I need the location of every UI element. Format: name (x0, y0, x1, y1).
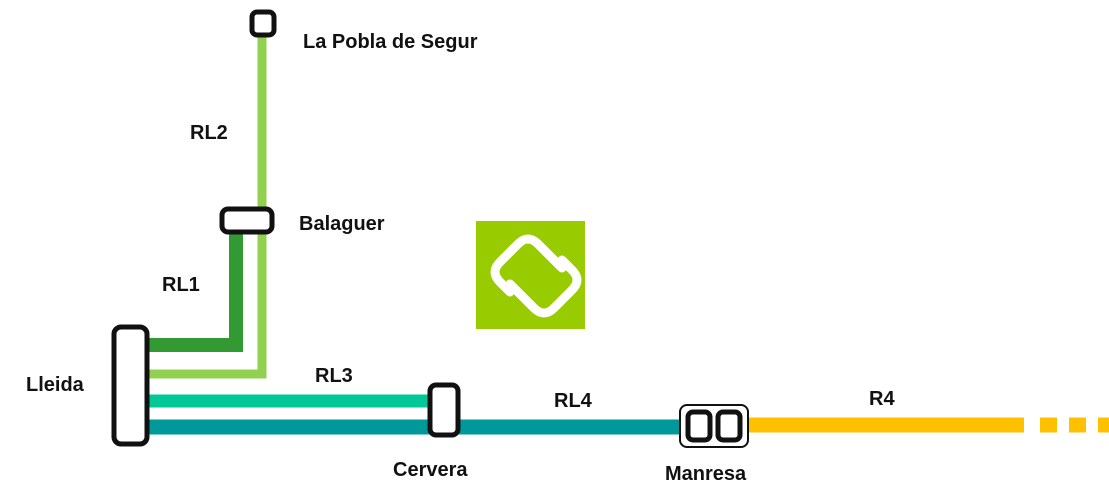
station-lleida[interactable] (111, 324, 150, 447)
logo-mark-upper (490, 234, 567, 297)
line-label-rl1: RL1 (162, 274, 200, 296)
logo-mark-lower (505, 255, 582, 318)
line-label-rl3: RL3 (315, 365, 353, 387)
station-manresa-right (715, 409, 743, 443)
line-rl2 (148, 30, 267, 379)
station-label-lleida: Lleida (26, 374, 85, 396)
station-label-la-pobla-de-segur: La Pobla de Segur (303, 31, 478, 53)
station-label-cervera: Cervera (393, 459, 468, 481)
station-balaguer[interactable] (219, 206, 275, 235)
line-label-r4: R4 (869, 388, 895, 410)
station-cervera[interactable] (427, 382, 461, 438)
line-label-rl4: RL4 (554, 390, 593, 412)
station-la-pobla-de-segur[interactable] (249, 9, 277, 38)
line-rl1 (148, 232, 243, 352)
rodalies-logo (476, 221, 585, 329)
line-label-rl2: RL2 (190, 122, 228, 144)
station-label-balaguer: Balaguer (299, 213, 385, 235)
station-label-manresa: Manresa (665, 463, 747, 483)
station-manresa-left (685, 409, 713, 443)
